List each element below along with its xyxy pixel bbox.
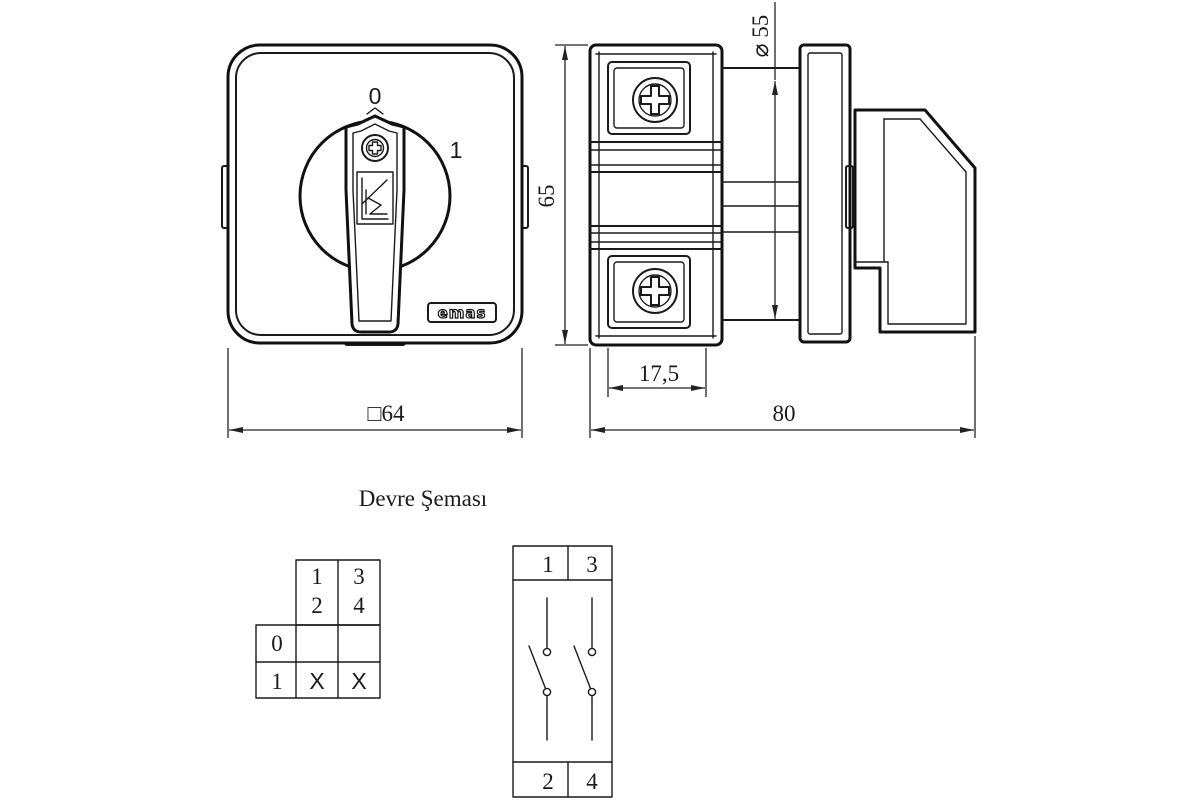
circuit-title: Devre Şeması: [359, 486, 487, 511]
table-cell: X: [309, 668, 324, 694]
brand-emblem-icon: [356, 171, 394, 225]
screw-icon: [361, 134, 389, 162]
switching-table: 1 2 3 4 0 1 X X: [255, 559, 381, 699]
terminal-window: [607, 61, 691, 135]
width-dimension-text: □64: [368, 401, 405, 426]
table-cell: X: [351, 668, 366, 694]
flange-side-tab: [845, 165, 854, 229]
brand-logo: emas: [427, 302, 497, 323]
terminal-window-inner: [613, 261, 685, 323]
circuit-frame: [512, 545, 613, 798]
knob-side-profile-inner: [883, 118, 967, 325]
knob-handle-inner-outline: [352, 123, 398, 322]
front-flange: [798, 43, 852, 344]
terminal-label: 1: [542, 552, 554, 577]
height-dimension: 65: [534, 44, 588, 346]
switch-contact-icon: [573, 597, 597, 741]
position-on-label: 1: [450, 137, 463, 163]
terminal-bottom: [607, 255, 691, 329]
terminal-top: [607, 61, 691, 135]
position-pointer: [366, 107, 384, 115]
terminal-label: 2: [542, 769, 554, 794]
table-column-header: 4: [353, 593, 365, 618]
table-column-header: 1: [311, 564, 323, 589]
terminal-screw-icon: [632, 268, 678, 314]
terminal-label: 3: [586, 552, 598, 577]
terminal-window-inner: [613, 67, 685, 129]
circuit-diagram: 1 3 2 4: [512, 545, 613, 798]
terminal-label: 4: [586, 769, 598, 794]
diameter-dimension-text: ⌀ 55: [748, 15, 773, 58]
position-off-label: 0: [369, 83, 382, 109]
terminal-pitch-dimension: 17,5: [607, 348, 707, 397]
table-column-header: 3: [353, 564, 365, 589]
width-dimension: □64: [227, 348, 523, 438]
table-row-label: 1: [271, 669, 283, 694]
housing-inner: [235, 52, 515, 336]
front-view: 0 1 emas: [221, 43, 529, 346]
table-row-label: 0: [271, 631, 283, 656]
depth-dimension-text: 80: [773, 401, 796, 426]
terminal-block-outer: [588, 43, 724, 347]
terminal-screw-icon: [632, 77, 678, 123]
brand-logo-text: emas: [438, 304, 487, 322]
height-dimension-text: 65: [534, 185, 559, 208]
terminal-window: [607, 255, 691, 329]
depth-dimension: 80: [589, 336, 976, 438]
pitch-dimension-text: 17,5: [639, 361, 679, 386]
side-view: [588, 43, 977, 347]
diameter-dimension: ⌀ 55: [748, 2, 778, 319]
switch-contact-icon: [528, 597, 552, 741]
front-flange-inner: [807, 52, 843, 335]
knob-side-profile: [853, 108, 977, 334]
mounting-shaft-section: [721, 67, 801, 321]
table-column-header: 2: [311, 593, 323, 618]
